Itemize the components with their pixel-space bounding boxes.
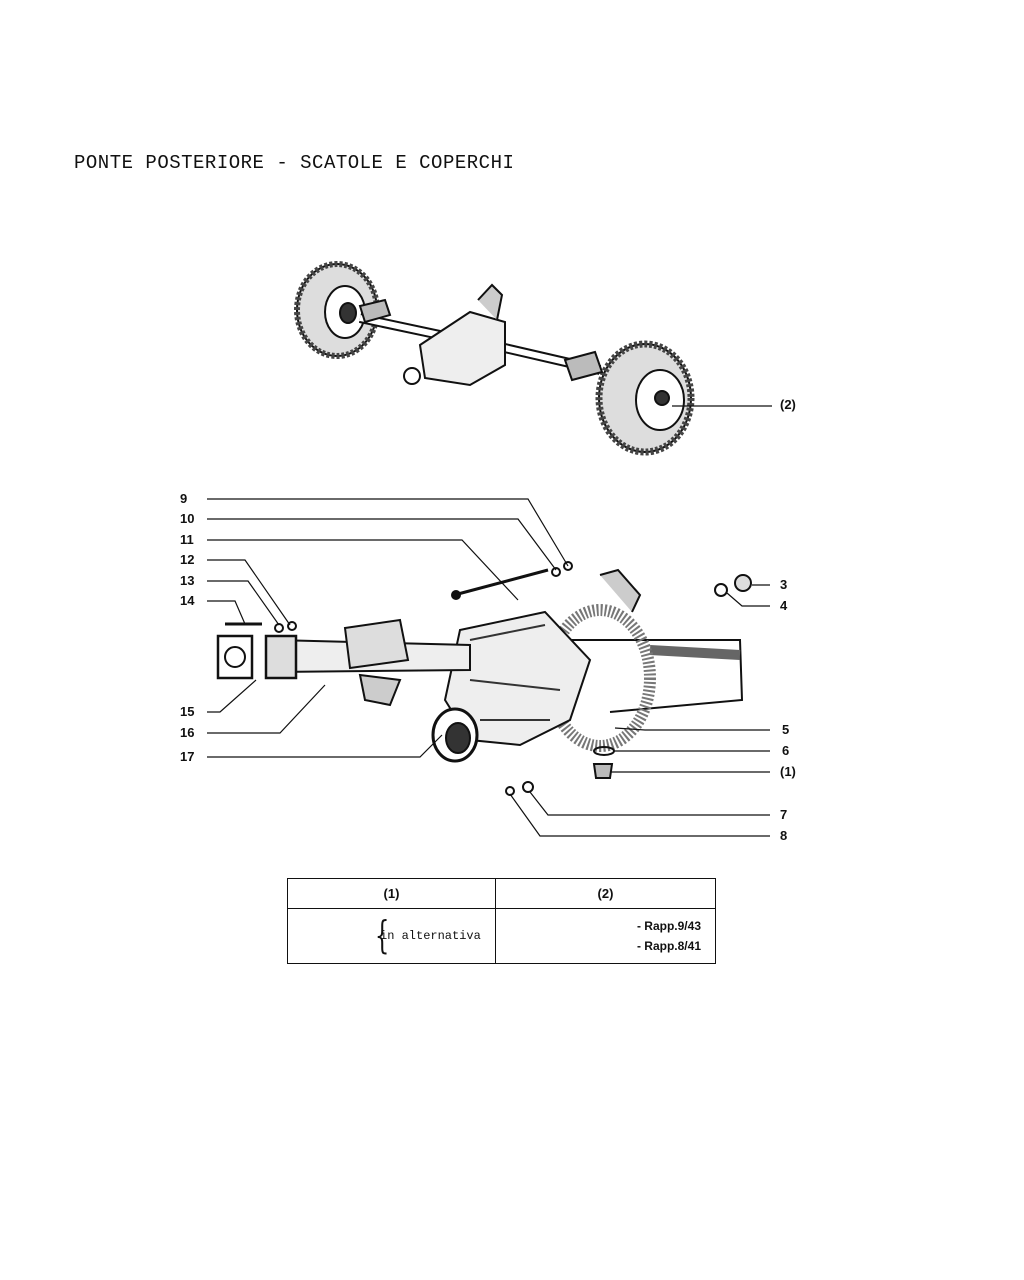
ratio-line-1: - Rapp.9/43 [636, 919, 701, 933]
callout-10: 10 [180, 511, 195, 526]
callout-7: 7 [780, 807, 788, 822]
table-header-1: (1) [287, 878, 496, 909]
right-wheel [595, 340, 695, 456]
callout-2: (2) [780, 397, 796, 412]
table-header-2: (2) [495, 878, 716, 909]
axle-exploded-illustration [216, 561, 752, 796]
leader-lines-left [207, 498, 569, 758]
callout-13: 13 [180, 573, 195, 588]
callout-14: 14 [180, 593, 195, 608]
callout-6: 6 [782, 743, 790, 758]
callout-9: 9 [180, 491, 188, 506]
callout-1: (1) [780, 764, 796, 779]
alternative-note: in alternativa [380, 929, 481, 943]
ratio-line-2: - Rapp.8/41 [636, 939, 701, 953]
notes-table: (1) (2) { in alternativa - Rapp.9/43 - R… [287, 878, 716, 964]
callout-12: 12 [180, 552, 195, 567]
callout-15: 15 [180, 704, 195, 719]
callout-5: 5 [782, 722, 790, 737]
gasket-ring [544, 604, 656, 752]
axle-overview-illustration [294, 261, 695, 456]
leader-lines-right [509, 584, 770, 837]
callout-16: 16 [180, 725, 195, 740]
callout-17: 17 [180, 749, 195, 764]
table-cell-2: - Rapp.9/43 - Rapp.8/41 [495, 908, 716, 964]
brace-glyph: { [374, 913, 390, 957]
callout-4: 4 [780, 598, 788, 613]
callout-11: 11 [180, 532, 194, 547]
callout-3: 3 [780, 577, 788, 592]
page-title: PONTE POSTERIORE - SCATOLE E COPERCHI [74, 152, 515, 174]
table-cell-1: { in alternativa [287, 908, 496, 964]
callout-8: 8 [780, 828, 788, 843]
